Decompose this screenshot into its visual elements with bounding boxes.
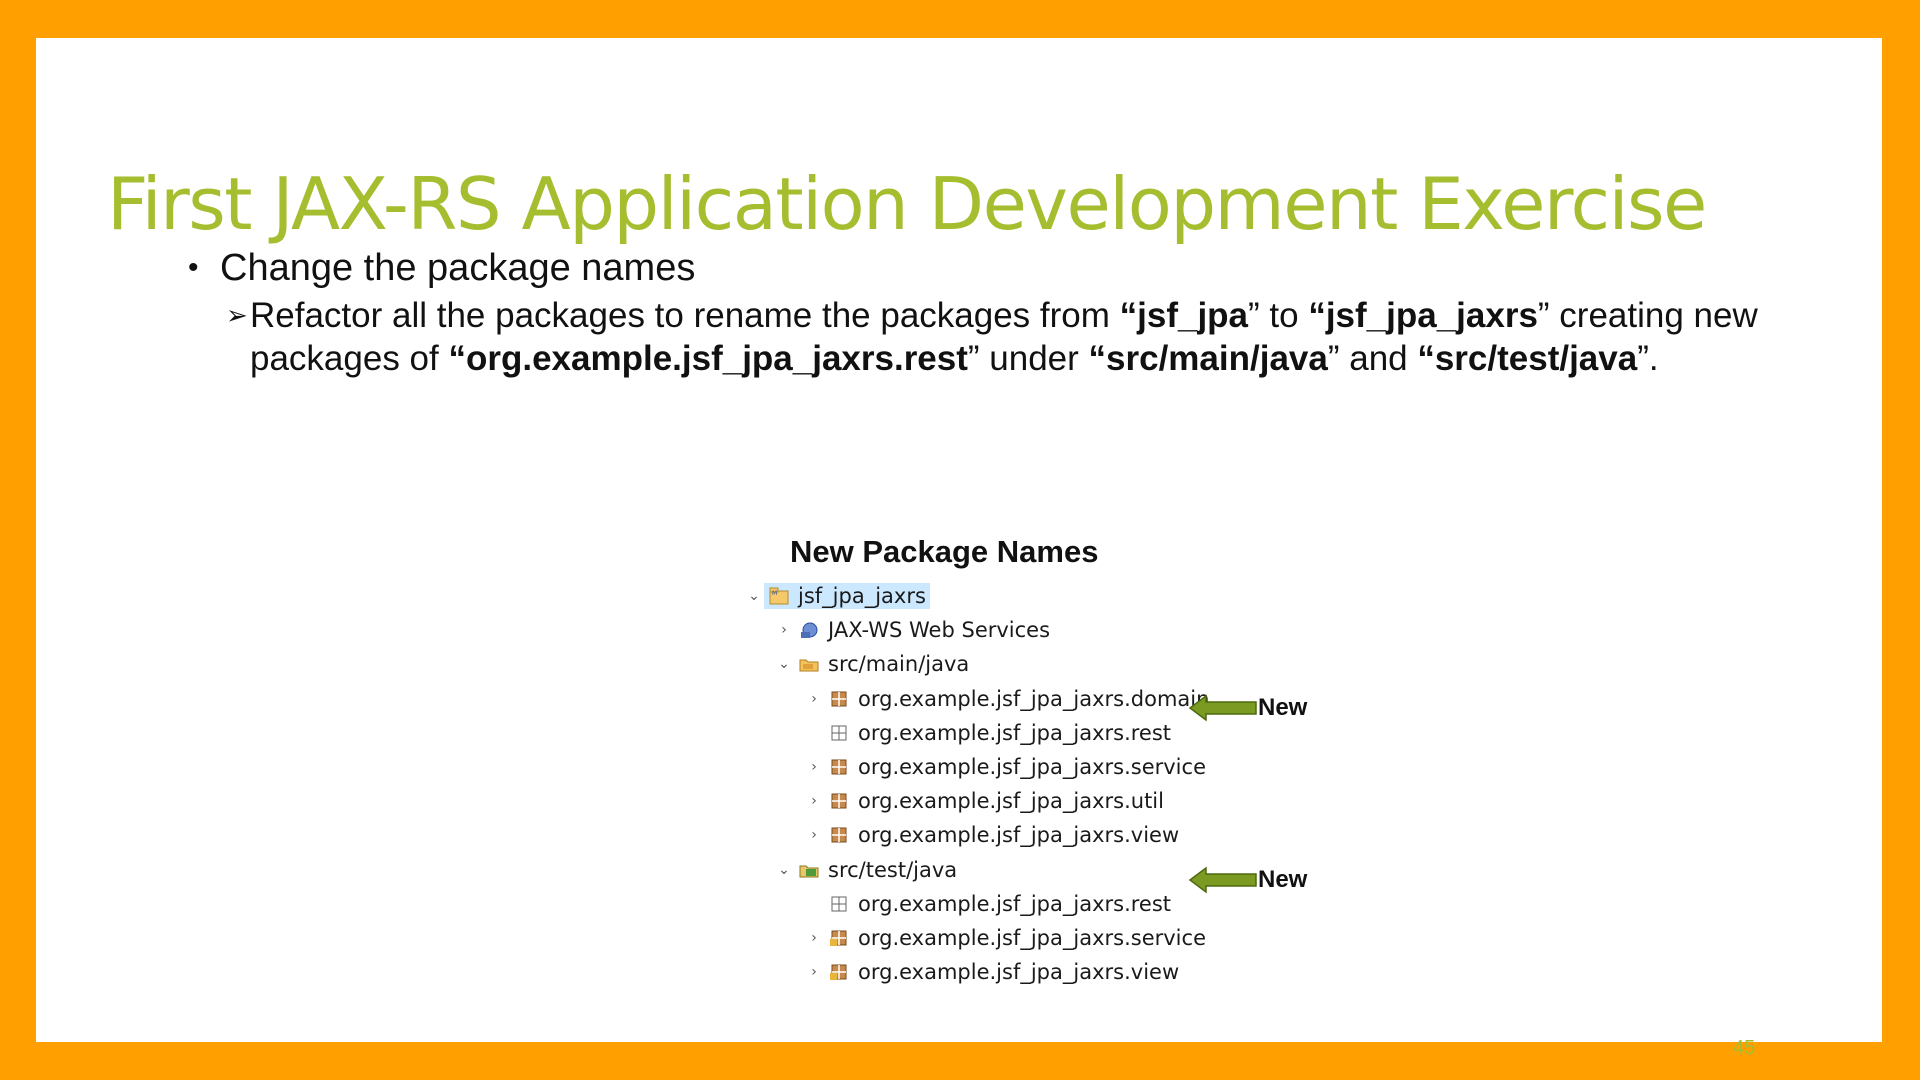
chevron-right-icon[interactable]: › <box>811 691 817 707</box>
chevron-down-icon[interactable]: ⌄ <box>748 588 760 604</box>
src-main-label: src/main/java <box>828 652 970 676</box>
empty-package-icon <box>828 893 850 915</box>
jaxws-label: JAX-WS Web Services <box>828 618 1051 642</box>
empty-package-icon <box>828 722 850 744</box>
package-icon <box>828 824 850 846</box>
bullet-change-packages: • Change the package names <box>188 244 695 292</box>
text-part: ” creating new packages of <box>250 296 1758 378</box>
left-arrow-icon <box>1188 866 1257 894</box>
chevron-right-icon[interactable]: › <box>811 930 817 946</box>
chevron-right-icon[interactable]: › <box>811 793 817 809</box>
chevron-right-icon[interactable]: › <box>811 759 817 775</box>
web-services-icon <box>798 619 820 641</box>
slide-title: First JAX-RS Application Development Exe… <box>107 162 1707 246</box>
test-package-icon <box>828 927 850 949</box>
tree-node-package-new[interactable]: org.example.jsf_jpa_jaxrs.rest <box>804 717 1171 749</box>
arrow-bullet-icon: ➢ <box>226 300 248 330</box>
text-part: ” under <box>967 339 1089 378</box>
chevron-right-icon[interactable]: › <box>811 827 817 843</box>
package-label: org.example.jsf_jpa_jaxrs.view <box>858 960 1180 984</box>
project-selection: M jsf_jpa_jaxrs <box>764 583 930 609</box>
page-number: 45 <box>1733 1037 1756 1059</box>
source-folder-icon <box>798 653 820 675</box>
sub-bullet-text: Refactor all the packages to rename the … <box>250 294 1826 380</box>
chevron-down-icon[interactable]: ⌄ <box>778 656 790 672</box>
text-part: ” and <box>1327 339 1418 378</box>
tree-node-package-new[interactable]: org.example.jsf_jpa_jaxrs.rest <box>804 888 1171 920</box>
left-arrow-icon <box>1188 694 1257 722</box>
tree-node-package[interactable]: › org.example.jsf_jpa_jaxrs.service <box>804 751 1206 783</box>
package-label: org.example.jsf_jpa_jaxrs.util <box>858 789 1164 813</box>
tree-node-package[interactable]: › org.example.jsf_jpa_jaxrs.domain <box>804 683 1209 715</box>
tree-heading: New Package Names <box>790 534 1099 569</box>
package-label: org.example.jsf_jpa_jaxrs.rest <box>858 892 1172 916</box>
text-part: ”. <box>1637 339 1659 378</box>
text-part: ” to <box>1248 296 1309 335</box>
package-label: org.example.jsf_jpa_jaxrs.service <box>858 755 1206 779</box>
bold-part: “jsf_jpa_jaxrs <box>1308 296 1538 335</box>
tree-node-package[interactable]: › org.example.jsf_jpa_jaxrs.view <box>804 819 1179 851</box>
package-label: org.example.jsf_jpa_jaxrs.domain <box>858 687 1210 711</box>
chevron-right-icon[interactable]: › <box>781 622 787 638</box>
tree-node-package[interactable]: › org.example.jsf_jpa_jaxrs.view <box>804 956 1179 988</box>
project-folder-icon: M <box>768 585 790 607</box>
package-label: org.example.jsf_jpa_jaxrs.view <box>858 823 1180 847</box>
tree-node-src-main[interactable]: ⌄ src/main/java <box>774 648 969 680</box>
package-label: org.example.jsf_jpa_jaxrs.rest <box>858 721 1172 745</box>
tree-node-jaxws[interactable]: › JAX-WS Web Services <box>774 614 1050 646</box>
package-icon <box>828 756 850 778</box>
package-label: org.example.jsf_jpa_jaxrs.service <box>858 926 1206 950</box>
new-callout-main: New <box>1188 694 1307 722</box>
test-source-folder-icon <box>798 859 820 881</box>
tree-node-package[interactable]: › org.example.jsf_jpa_jaxrs.service <box>804 922 1206 954</box>
bullet-text: Change the package names <box>220 247 696 289</box>
tree-node-project[interactable]: ⌄ M jsf_jpa_jaxrs <box>744 580 930 612</box>
bullet-dot: • <box>188 251 199 284</box>
new-label: New <box>1258 866 1308 893</box>
bold-part: “src/test/java <box>1417 339 1638 378</box>
text-part: Refactor all the packages to rename the … <box>250 296 1120 335</box>
chevron-down-icon[interactable]: ⌄ <box>778 862 790 878</box>
tree-node-src-test[interactable]: ⌄ src/test/java <box>774 854 957 886</box>
svg-text:M: M <box>772 590 777 597</box>
bold-part: “src/main/java <box>1088 339 1328 378</box>
slide: First JAX-RS Application Development Exe… <box>36 38 1882 1059</box>
package-icon <box>828 688 850 710</box>
new-label: New <box>1258 694 1308 721</box>
bold-part: “org.example.jsf_jpa_jaxrs.rest <box>448 339 968 378</box>
chevron-right-icon[interactable]: › <box>811 964 817 980</box>
new-callout-test: New <box>1188 866 1307 894</box>
project-label: jsf_jpa_jaxrs <box>798 584 926 608</box>
test-package-icon <box>828 961 850 983</box>
tree-node-package[interactable]: › org.example.jsf_jpa_jaxrs.util <box>804 785 1164 817</box>
package-icon <box>828 790 850 812</box>
bold-part: “jsf_jpa <box>1119 296 1249 335</box>
sub-bullet-refactor: ➢ Refactor all the packages to rename th… <box>226 294 1826 380</box>
src-test-label: src/test/java <box>828 858 958 882</box>
